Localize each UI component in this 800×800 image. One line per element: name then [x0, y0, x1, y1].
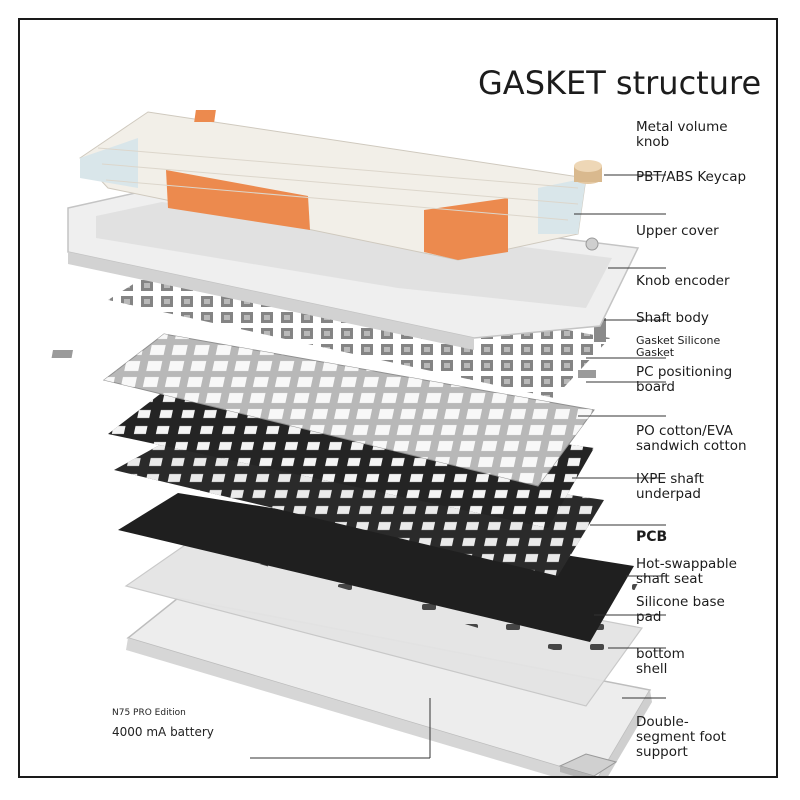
label-knob-encoder: Knob encoder — [636, 273, 730, 289]
label-pc-positioning-board: PC positioning board — [636, 364, 733, 395]
label-upper-cover: Upper cover — [636, 223, 719, 239]
bottom-shell-part — [126, 597, 652, 776]
upper-cover-part — [67, 187, 640, 350]
diagram-frame: GASKET structure — [18, 18, 778, 778]
label-bottom-shell: bottom shell — [636, 646, 685, 677]
silicone-base-pad-part — [124, 542, 644, 707]
label-foot-support: Double- segment foot support — [636, 714, 727, 760]
metal-knob-part — [574, 160, 602, 184]
po-cotton-part — [108, 388, 594, 528]
label-gasket-silicone: Gasket Silicone Gasket — [636, 334, 721, 359]
foot-support-part — [558, 753, 618, 776]
leader-lines — [250, 174, 666, 759]
diagram-title: GASKET structure — [478, 64, 762, 102]
label-ixpe-underpad: IXPE shaft underpad — [636, 471, 704, 502]
keycaps-part — [79, 110, 587, 261]
label-pcb: PCB — [636, 529, 668, 545]
label-po-cotton: PO cotton/EVA sandwich cotton — [636, 423, 747, 454]
battery-edition-label: N75 PRO Edition — [112, 708, 186, 718]
pc-plate-part — [51, 333, 596, 487]
keyboard-exploded-illustration — [51, 110, 666, 776]
label-shaft-body: Shaft body — [636, 310, 709, 326]
label-metal-volume-knob: Metal volume knob — [636, 119, 728, 150]
label-hot-swappable: Hot-swappable shaft seat — [636, 556, 737, 587]
ixpe-underpad-part — [114, 436, 604, 576]
pcb-part — [118, 493, 634, 642]
battery-capacity-label: 4000 mA battery — [112, 725, 214, 739]
label-keycap: PBT/ABS Keycap — [636, 169, 747, 185]
label-silicone-base-pad: Silicone base pad — [636, 594, 725, 625]
